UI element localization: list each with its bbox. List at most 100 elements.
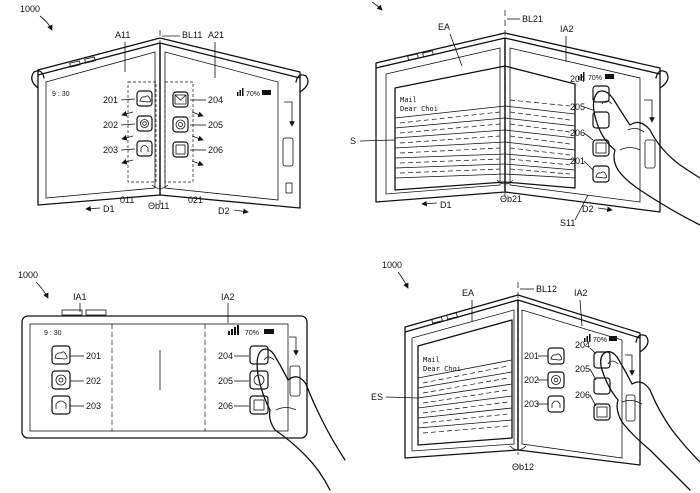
label-205-c: 205 — [218, 376, 233, 386]
top-edge — [37, 37, 301, 79]
label-021: 021 — [188, 195, 203, 205]
label-201-b: 201 — [570, 156, 585, 166]
email-window-b — [394, 65, 576, 191]
cloud-app-icon-d[interactable] — [547, 347, 565, 365]
screen-flat-c — [29, 323, 289, 432]
label-d2-a: D2 — [218, 206, 230, 216]
label-202-c: 202 — [86, 376, 101, 386]
label-204-b: 204 — [570, 74, 585, 84]
label-ia1: IA1 — [73, 292, 87, 302]
label-203-c: 203 — [86, 401, 101, 411]
label-011: 011 — [120, 195, 134, 205]
ref-label-a: 1000 — [20, 4, 40, 14]
battery-pct-a: 70% — [246, 91, 260, 98]
label-es: ES — [371, 392, 383, 402]
label-205-b: 205 — [570, 102, 585, 112]
settings-app-icon-c[interactable] — [51, 370, 71, 390]
music-app-icon-c[interactable] — [51, 395, 71, 415]
camera-app-icon[interactable] — [172, 116, 189, 133]
label-201-c: 201 — [86, 351, 101, 361]
label-206-c: 206 — [218, 401, 233, 411]
label-bl11: BL11 — [182, 30, 202, 40]
settings-app-icon[interactable] — [136, 115, 153, 132]
signal-icon — [237, 88, 244, 96]
label-d2-b: D2 — [582, 204, 594, 214]
icon-column-left — [127, 81, 157, 183]
device-flat-c — [21, 315, 308, 439]
label-206-d: 206 — [575, 390, 590, 400]
status-time-c: 9 : 30 — [44, 330, 62, 337]
gallery-app-icon-b[interactable] — [592, 139, 610, 157]
left-strap — [31, 70, 45, 89]
gallery-app-icon-d[interactable] — [593, 403, 611, 421]
label-204-d: 204 — [575, 340, 590, 350]
battery-icon — [262, 90, 271, 95]
label-a11: A11 — [115, 30, 130, 40]
label-205-d: 205 — [575, 364, 590, 374]
camera-app-icon-d[interactable] — [593, 377, 611, 395]
label-ia2-d: IA2 — [574, 288, 588, 298]
settings-app-icon-d[interactable] — [547, 371, 565, 389]
music-app-icon-d[interactable] — [547, 395, 565, 413]
music-app-icon[interactable] — [136, 140, 153, 157]
port-icon — [285, 182, 293, 194]
back-arrow-icon — [284, 101, 295, 127]
battery-pct-c: 70% — [245, 330, 259, 337]
hand-c — [256, 348, 346, 491]
label-d1-b: D1 — [440, 200, 452, 210]
mail-greeting-d: Dear Choi — [423, 365, 461, 373]
mail-heading-d: Mail — [423, 356, 440, 364]
gallery-app-icon[interactable] — [172, 141, 189, 158]
side-key — [282, 137, 294, 167]
ref-label-d: 1000 — [382, 260, 402, 270]
right-panel-outline-d — [517, 299, 641, 466]
figure-a: 1000 A11 BL11 A21 9 : 30 — [20, 4, 309, 216]
label-202-a: 202 — [103, 120, 118, 130]
label-ea-b: EA — [438, 22, 450, 32]
icon-column-right — [164, 81, 194, 183]
hand-d — [600, 351, 700, 491]
email-window-d — [417, 319, 513, 446]
label-203-d: 203 — [524, 399, 539, 409]
ref-label-c: 1000 — [18, 270, 38, 280]
label-d1-a: D1 — [103, 204, 115, 214]
figure-d: 1000 BL12 EA IA2 70% Mail Dear Choi — [371, 260, 700, 491]
label-ea-d: EA — [462, 288, 474, 298]
label-206-a: 206 — [208, 145, 223, 155]
label-s11: S11 — [560, 218, 575, 228]
cloud-app-icon-b[interactable] — [592, 165, 610, 183]
battery-pct-b: 70% — [588, 75, 602, 82]
label-202-d: 202 — [524, 375, 539, 385]
label-206-b: 206 — [570, 128, 585, 138]
figure-c: 1000 IA1 IA2 9 : 30 70% 201 — [18, 270, 346, 491]
hand-b — [592, 90, 700, 226]
label-204-a: 204 — [208, 95, 223, 105]
label-205-a: 205 — [208, 120, 223, 130]
mail-app-icon-b[interactable] — [592, 85, 610, 103]
label-201-d: 201 — [524, 351, 539, 361]
label-bl21: BL21 — [522, 14, 543, 24]
label-s-b: S — [350, 136, 356, 146]
mail-greeting-b: Dear Choi — [400, 105, 438, 113]
label-bl12: BL12 — [536, 284, 557, 294]
mail-heading-b: Mail — [400, 96, 417, 104]
label-203-a: 203 — [103, 145, 118, 155]
label-204-c: 204 — [218, 351, 233, 361]
right-strap — [295, 74, 309, 93]
status-time-a: 9 : 30 — [52, 91, 70, 98]
ref-arrow-a — [39, 15, 53, 31]
label-a21: A21 — [208, 30, 224, 40]
mail-app-icon-d[interactable] — [593, 351, 611, 369]
battery-pct-d: 70% — [593, 337, 607, 344]
label-ia2-c: IA2 — [221, 292, 235, 302]
right-panel-outline-b — [504, 37, 661, 213]
cloud-app-icon-c[interactable] — [51, 345, 71, 365]
figure-b: BL21 EA IA2 70% Mail Dear Choi S — [350, 1, 700, 228]
label-201-a: 201 — [103, 95, 118, 105]
left-panel-screen — [45, 51, 156, 199]
label-theta-b21: Θb21 — [500, 194, 522, 204]
label-ia2-b: IA2 — [560, 24, 574, 34]
label-theta-b11: Θb11 — [148, 201, 169, 211]
